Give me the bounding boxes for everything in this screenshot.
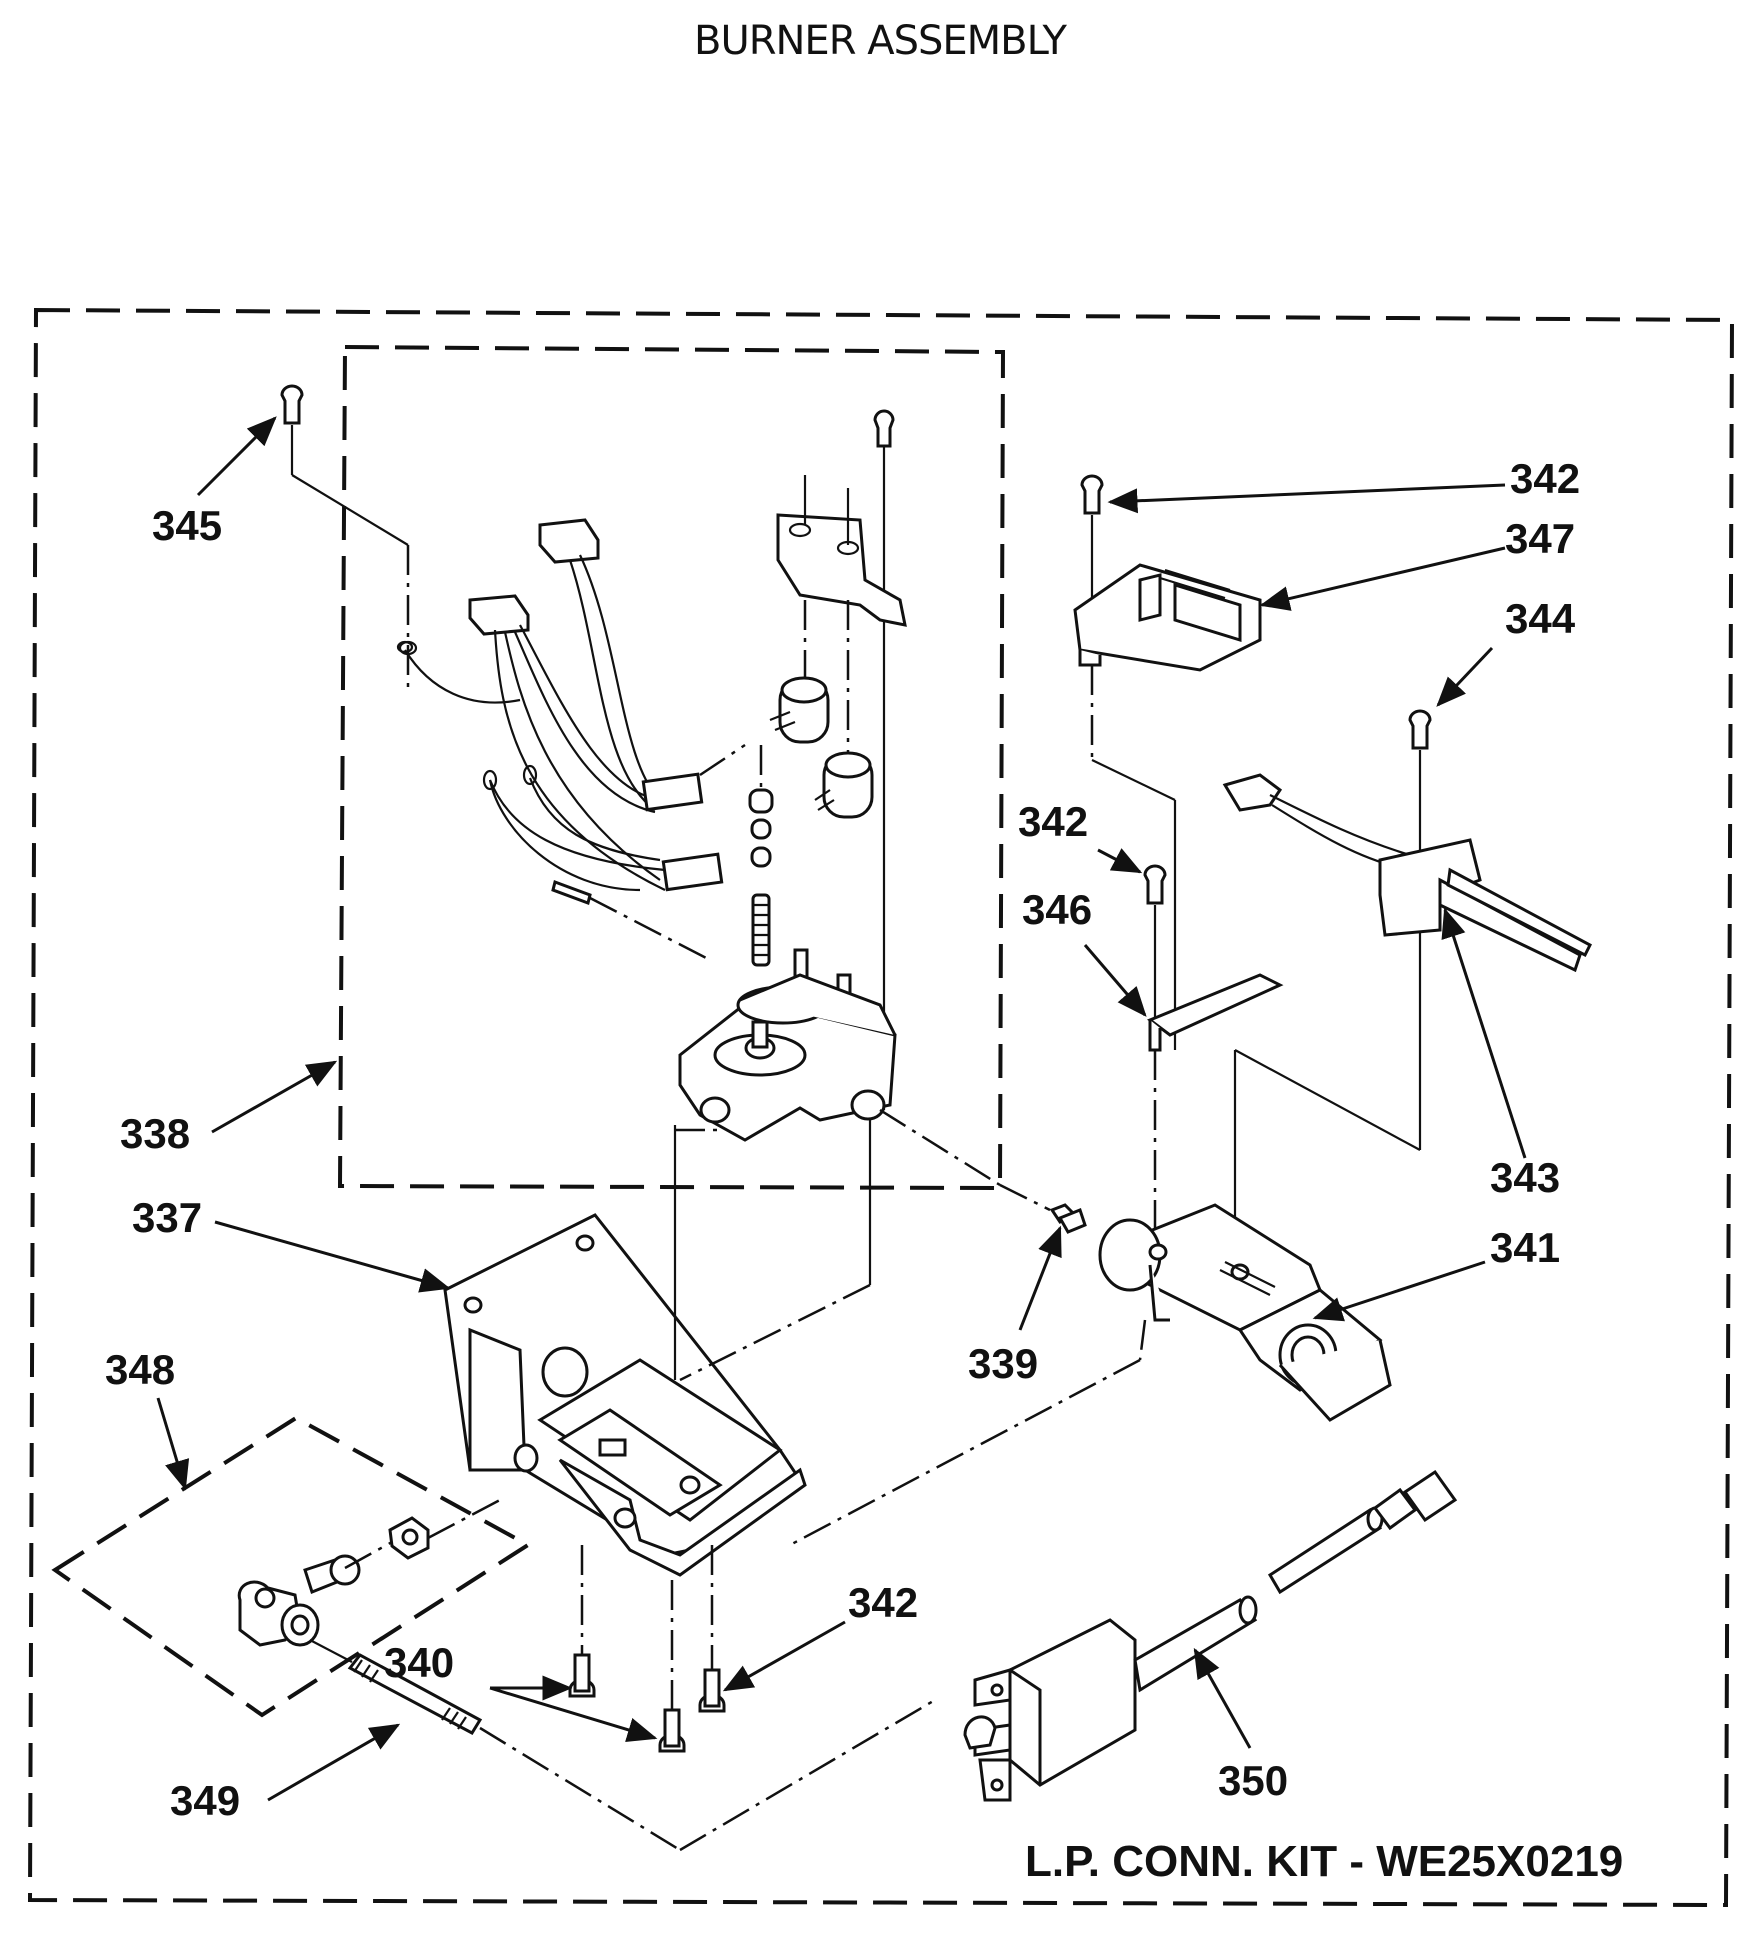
diagram-title: BURNER ASSEMBLY bbox=[694, 18, 1067, 64]
callout-347: 347 bbox=[1505, 515, 1575, 562]
lp-conversion-parts bbox=[237, 1498, 501, 1647]
callout-348: 348 bbox=[105, 1346, 175, 1393]
callout-349: 349 bbox=[170, 1777, 240, 1824]
igniter bbox=[1222, 773, 1592, 973]
callout-344: 344 bbox=[1505, 595, 1576, 642]
lp-regulator bbox=[963, 1469, 1458, 1802]
callout-341: 341 bbox=[1490, 1224, 1560, 1271]
callout-339: 339 bbox=[968, 1340, 1038, 1387]
callout-340: 340 bbox=[384, 1639, 454, 1686]
callout-337: 337 bbox=[132, 1194, 202, 1241]
callout-338: 338 bbox=[120, 1110, 190, 1157]
gas-valve-assembly bbox=[396, 409, 1001, 1187]
lp-conversion-dashed-box bbox=[51, 1415, 532, 1718]
igniter-bracket bbox=[1146, 973, 1421, 1245]
screw-345 bbox=[280, 384, 418, 690]
outer-dashed-border bbox=[27, 307, 1735, 1908]
orifice-stud bbox=[309, 1639, 936, 1852]
lp-conversion-kit-label: L.P. CONN. KIT - WE25X0219 bbox=[1025, 1837, 1623, 1886]
flame-sensor bbox=[1073, 563, 1262, 1050]
callout-342-mid: 342 bbox=[1018, 798, 1088, 845]
callout-350: 350 bbox=[1218, 1757, 1288, 1804]
burner-bracket bbox=[443, 1120, 872, 1577]
callout-342-top: 342 bbox=[1510, 455, 1580, 502]
callout-342-bottom: 342 bbox=[848, 1579, 918, 1626]
callout-343: 343 bbox=[1490, 1154, 1560, 1201]
valve-assembly-dashed-box bbox=[337, 344, 1006, 1191]
callout-346: 346 bbox=[1022, 886, 1092, 933]
fitting-339 bbox=[999, 1183, 1087, 1234]
screw-344 bbox=[1408, 709, 1432, 1150]
bracket-screws bbox=[568, 1545, 726, 1753]
callout-345: 345 bbox=[152, 502, 222, 549]
burner-tube bbox=[789, 1203, 1392, 1547]
leader-arrows bbox=[156, 416, 1527, 1802]
